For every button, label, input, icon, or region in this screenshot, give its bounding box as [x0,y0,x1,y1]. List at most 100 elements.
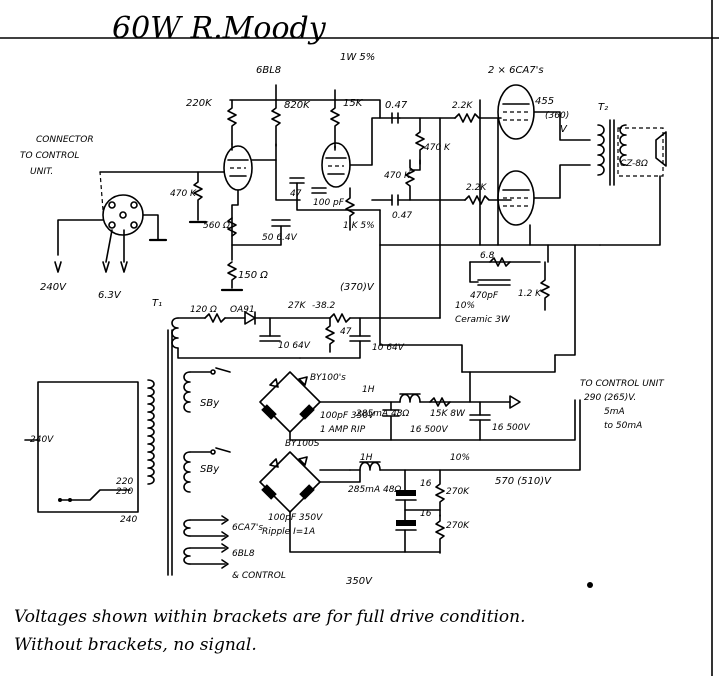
label-820k: 820K [284,100,311,111]
label-047-cap: 47 [290,189,302,199]
label-15k-8w: 15K 8W [430,409,466,419]
preamp-section [99,84,401,292]
ht-winding-2 [183,451,191,493]
resistor-560 [227,217,237,237]
resistor-2k2-top [454,113,502,123]
connector-socket[interactable] [102,194,144,236]
footnote-line-1: Voltages shown within brackets are for f… [14,607,525,627]
label-ripple: Ripple I=1A [262,527,315,537]
output-stage [379,84,667,356]
label-tap-230: 230 [116,487,133,497]
label-oa91: OA91 [230,305,255,315]
label-47: 47 [340,327,352,337]
label-amp-rip: 1 AMP RIP [320,425,366,435]
footnote-line-2: Without brackets, no signal. [14,635,257,655]
label-270k-b: 270K [446,521,470,531]
label-100-350b: 100pF 350V [268,513,323,523]
label-560: 560 Ω [203,221,230,231]
label-to-control-unit: TO CONTROL UNIT [580,379,665,389]
tube-6bl8-b [321,142,351,188]
connector[interactable] [54,171,168,273]
label-16-500: 16 500V [410,425,448,435]
ht-winding-1 [183,371,191,413]
label-10pct-b: 10% [450,453,470,463]
label-heat-6ca7: 6CA7's [232,523,263,533]
choke-1 [399,393,421,403]
label-15k-top: 15K [343,98,364,109]
label-285ma: 285mA 48Ω [356,409,409,419]
bridge-rectifier-2 [259,451,321,513]
heater-arrow-2 [221,531,229,541]
cap-16-b [396,520,416,526]
resistor-6r8 [489,257,511,267]
label-12k: 1.2 K [518,289,542,299]
label-360: (360) [545,111,569,121]
choke-2 [359,461,381,471]
label-by100b: BY100S [285,439,320,449]
label-10-64b: 10 64V [372,343,405,353]
label-27k: 27K [288,301,306,311]
arrow-240v [54,261,62,273]
resistor-150 [227,261,237,289]
top-rail [229,99,381,119]
label-ceramic: Ceramic 3W [455,315,511,325]
resistor-470k-grid1 [415,117,425,165]
label-6ca7s: 2 × 6CA7's [488,65,544,76]
label-63v: 6.3V [98,290,122,301]
label-570v: 570 (510)V [495,476,552,487]
resistor-120 [204,313,226,323]
resistor-470k-input [193,171,203,221]
label-sby2: SBy [200,464,220,475]
component-labels: 6BL8 1W 5% 2 × 6CA7's 220K 820K 15K 0.47… [20,52,665,587]
resistor-47 [325,317,335,353]
label-240v-primary: 240V [30,435,54,445]
label-v-unit: V [560,124,568,135]
label-heat-control: & CONTROL [232,571,286,581]
resistor-270k-a [435,469,445,517]
speaker-icon [655,131,667,167]
label-1k: 1 K 5% [343,221,375,231]
mains-primary [147,379,155,485]
label-470pf: 470pF [470,291,499,301]
heater-winding-6ca7 [183,519,191,537]
label-by100a: BY100's [310,373,346,383]
label-470k-in: 470 K [170,189,197,199]
label-455: 455 [535,96,554,107]
label-t2: T₂ [598,102,608,113]
label-10pct: 10% [455,301,475,311]
resistor-220k [227,99,237,145]
label-6bl8: 6BL8 [256,65,281,76]
label-22k-mid: 2.2K [466,183,487,193]
label-120: 120 Ω [190,305,217,315]
label-tap-240: 240 [120,515,137,525]
label-100-350: 100pF 350V [320,411,375,421]
label-382: -38.2 [312,301,336,311]
label-sby1: SBy [200,398,220,409]
label-to-control: TO CONTROL [20,151,79,161]
arrow-63v-b [120,261,128,273]
label-047-top: 0.47 [385,100,408,111]
label-1w5: 1W 5% [340,52,375,63]
label-16a: 16 [420,479,432,489]
label-10-64: 10 64V [278,341,311,351]
label-5ma: 5mA [604,407,625,417]
arrow-63v-a [102,261,110,273]
mains-box [37,381,139,513]
label-370: (370)V [340,282,375,293]
label-150: 150 Ω [238,270,268,281]
resistor-27k [329,313,351,323]
label-connector: CONNECTOR [36,135,94,145]
heater-arrow-3 [221,543,229,553]
heater-arrow-4 [221,559,229,569]
cap-16-a [396,490,416,496]
label-choke1: 1H [362,385,375,395]
label-68: 6.8 [480,251,495,261]
heater-arrow-1 [221,515,229,525]
label-047-mid: 0.47 [392,211,412,221]
resistor-470k-grid2 [405,159,415,201]
label-220k: 220K [186,98,213,109]
label-290v: 290 (265)V. [584,393,636,403]
label-50-64: 50 6.4V [262,233,298,243]
